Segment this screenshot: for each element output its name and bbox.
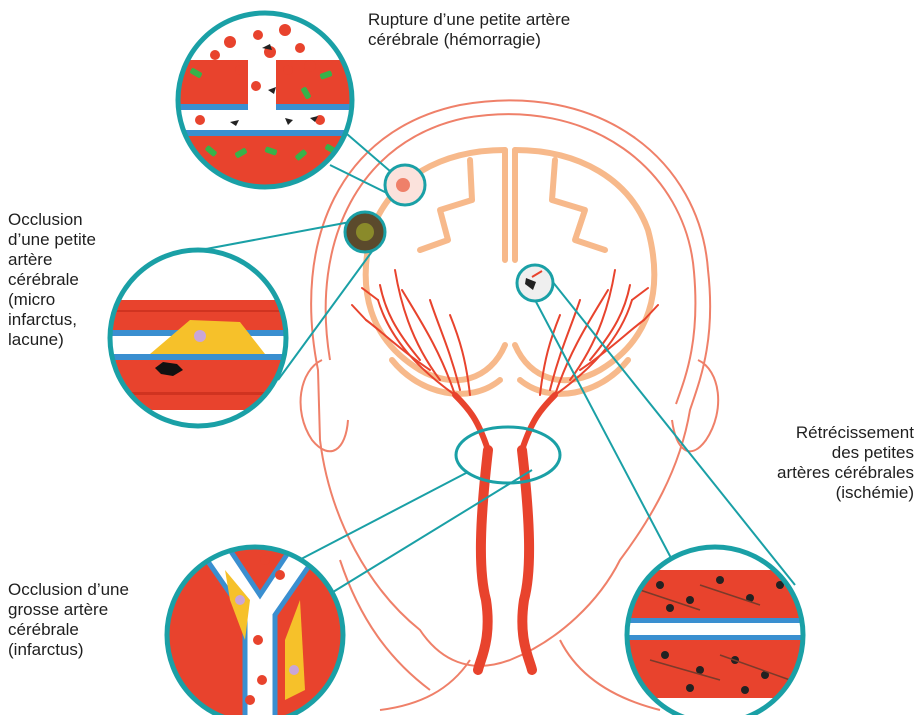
lacune-label-line: lacune) [8,330,96,350]
lacune-marker [345,212,385,252]
infarct-label-line: Occlusion d’une [8,580,129,600]
hemorrhage-label-line: Rupture d’une petite artère [368,10,570,30]
infarct-magnifier [165,545,345,715]
lacune-label-line: d’une petite [8,230,96,250]
lacune-label-line: cérébrale [8,270,96,290]
lacune-label-line: artère [8,250,96,270]
infarct-label-line: cérébrale [8,620,129,640]
lacune-label-line: infarctus, [8,310,96,330]
ischemia-label-line: artères cérébrales [777,463,914,483]
infarct-label-line: (infarctus) [8,640,129,660]
hemorrhage-marker [385,165,425,205]
ischemia-label-line: (ischémie) [777,483,914,503]
hemorrhage-label: Rupture d’une petite artère cérébrale (h… [368,10,570,50]
ischemia-label-line: Rétrécissement [777,423,914,443]
ischemia-label-line: des petites [777,443,914,463]
ischemia-label: Rétrécissement des petites artères céréb… [777,423,914,503]
hemorrhage-label-line: cérébrale (hémorragie) [368,30,570,50]
ischemia-magnifier [625,547,805,715]
ischemia-marker [517,265,553,301]
lacune-magnifier [105,250,295,426]
infarct-label: Occlusion d’une grosse artère cérébrale … [8,580,129,660]
large-artery-marker [456,427,560,483]
hemorrhage-magnifier [170,13,370,187]
lacune-label-line: (micro [8,290,96,310]
lacune-label: Occlusion d’une petite artère cérébrale … [8,210,96,350]
infarct-label-line: grosse artère [8,600,129,620]
lacune-label-line: Occlusion [8,210,96,230]
